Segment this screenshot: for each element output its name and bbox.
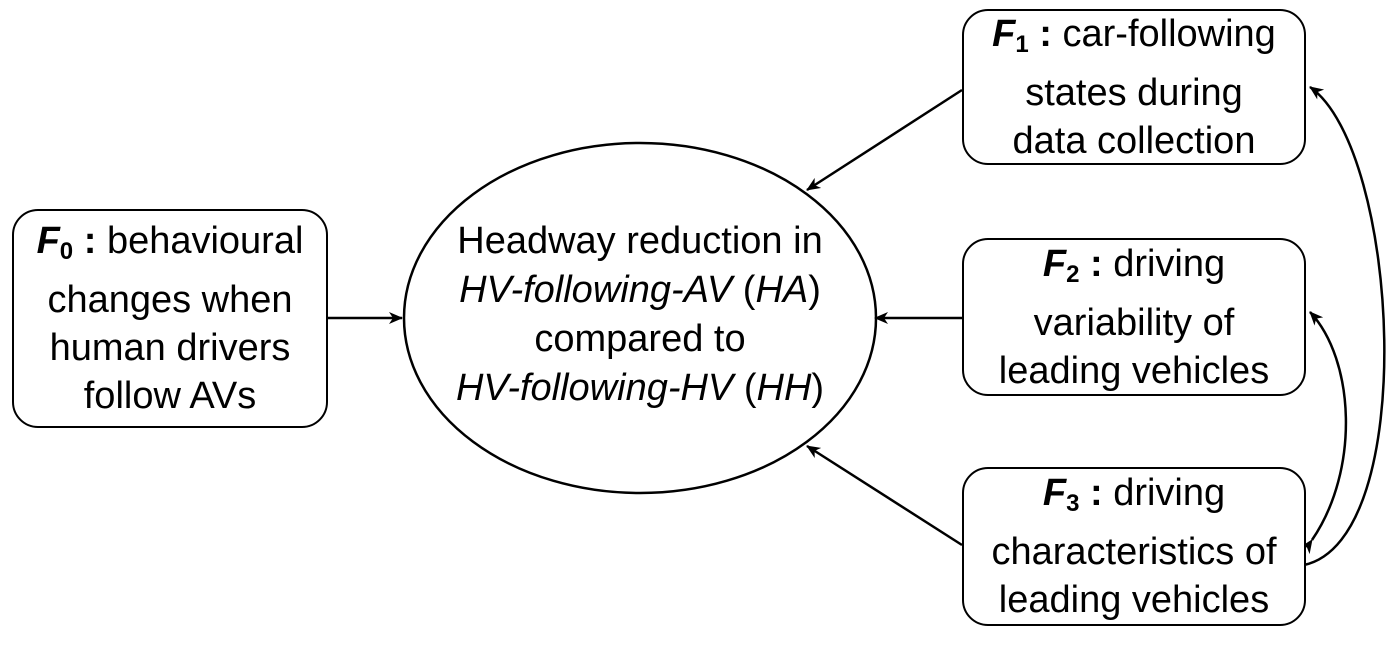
arrow-f3-to-f1-curve [1303, 85, 1386, 567]
factor-f0-box: F0 : behavioural changes when human driv… [12, 209, 328, 428]
f0-label: F0 [36, 220, 74, 265]
center-line-2: HV-following-AV (HA) [459, 269, 821, 311]
f2-line-2: variability of [1033, 301, 1235, 344]
f0-line-1: behavioural [106, 220, 304, 262]
f3-line-2: characteristics of [991, 531, 1277, 573]
f3-line-3: leading vehicles [998, 579, 1270, 621]
f1-line-1: car-following [1062, 12, 1276, 55]
arrow-f3-to-f2-curve [1299, 311, 1348, 555]
factor-f3-box: F3 : driving characteristics of leading … [962, 467, 1306, 626]
f1-line-2: states during [1025, 71, 1243, 114]
f3-line-1: driving [1113, 472, 1226, 514]
f2-line-1: driving [1113, 242, 1226, 285]
f0-line-2: changes when [47, 279, 293, 321]
f2-label: F2 [1042, 242, 1080, 288]
f1-line-3: data collection [1012, 119, 1256, 162]
f2-line-3: leading vehicles [998, 349, 1270, 392]
arrow-f3-to-center [806, 444, 963, 547]
arrow-f1-to-center [806, 88, 963, 192]
center-outcome-text: Headway reduction in HV-following-AV (HA… [405, 215, 875, 415]
factor-f2-box: F2 : driving variability of leading vehi… [962, 238, 1306, 396]
center-line-3: compared to [534, 318, 746, 360]
center-line-4: HV-following-HV (HH) [455, 367, 825, 409]
f0-line-3: human drivers [49, 327, 291, 369]
f1-label: F1 [992, 12, 1029, 58]
factor-f1-box: F1 : car-following states during data co… [962, 9, 1306, 165]
f0-line-4: follow AVs [83, 375, 257, 417]
f3-label: F3 [1042, 472, 1080, 517]
center-line-1: Headway reduction in [457, 220, 823, 262]
